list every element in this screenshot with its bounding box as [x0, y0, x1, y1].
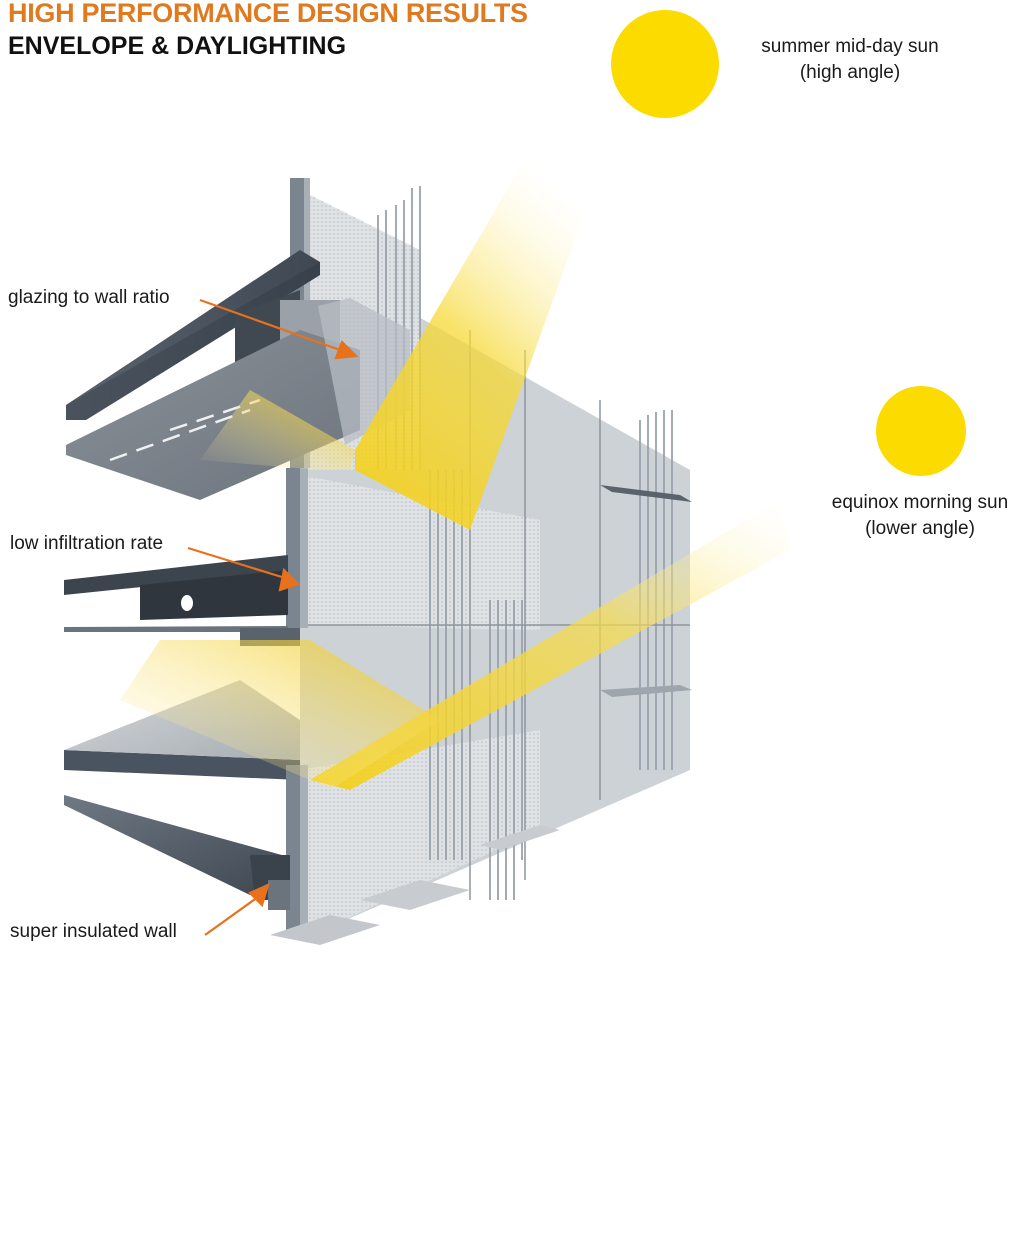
arrow-glazing-head — [334, 340, 359, 360]
summer-sun-label-line2: (high angle) — [799, 62, 901, 83]
equinox-sun-icon — [876, 386, 966, 476]
diagram-subtitle: ENVELOPE & DAYLIGHTING — [8, 32, 347, 60]
facade-mid-panel — [300, 475, 540, 630]
arrow-infiltration-line — [187, 546, 286, 580]
diagram-title: HIGH PERFORMANCE DESIGN RESULTS — [8, 0, 528, 28]
sunshade-upper — [600, 485, 692, 502]
ceiling-edge-mid — [64, 626, 288, 632]
equinox-ray-interior — [120, 640, 440, 790]
callout-glazing-ratio: glazing to wall ratio — [8, 287, 170, 308]
arrow-insulated-line — [204, 896, 259, 936]
floor-slab-mid — [64, 555, 288, 595]
summer-sun-label-line1: summer mid-day sun — [761, 36, 939, 57]
callout-arrows — [187, 298, 359, 936]
equinox-sun-label-line2: (lower angle) — [865, 518, 975, 539]
callout-infiltration-rate: low infiltration rate — [10, 533, 164, 554]
arrow-insulated-head — [248, 883, 270, 908]
callout-insulated-wall: super insulated wall — [10, 921, 177, 942]
beam-web-opening — [181, 595, 193, 611]
summer-sun-ray — [355, 125, 600, 530]
equinox-sun-label: equinox morning sun (lower angle) — [810, 490, 1024, 542]
ledge-3 — [480, 825, 560, 850]
summer-ray-interior — [200, 390, 355, 470]
column-mid — [286, 468, 300, 628]
arrow-glazing-line — [199, 298, 341, 352]
steel-beam-mid — [140, 570, 288, 620]
ledge-1 — [270, 915, 380, 945]
floor-slab-top — [66, 250, 320, 420]
floor-slab-bottom — [64, 795, 300, 895]
summer-sun-icon — [611, 10, 719, 118]
ledge-2 — [360, 880, 470, 910]
sunshade-lower — [600, 685, 692, 697]
summer-sun-label: summer mid-day sun (high angle) — [730, 34, 970, 86]
arrow-infiltration-head — [278, 567, 301, 592]
equinox-sun-label-line1: equinox morning sun — [831, 492, 1009, 513]
